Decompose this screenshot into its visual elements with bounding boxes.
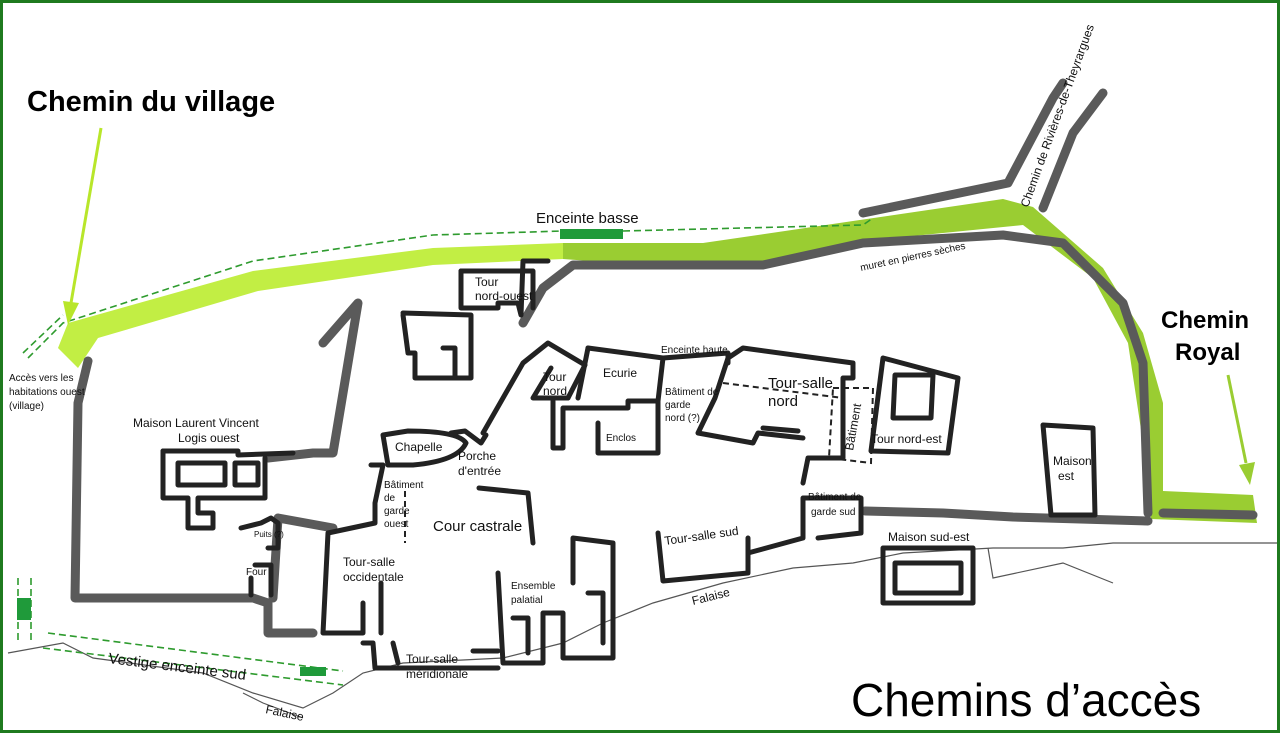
label-bat-garde-ouest-4: ouest (384, 519, 409, 530)
label-falaise-1: Falaise (690, 585, 731, 608)
label-bat-garde-nord-1: Bâtiment de (665, 387, 719, 398)
chemin-royal-path (563, 199, 1257, 523)
label-enceinte-haute: Enceinte haute (661, 345, 728, 356)
label-porche-2: d'entrée (458, 464, 501, 478)
label-bat-garde-sud-1: Bâtiment de (808, 492, 862, 503)
label-acces-2: habitations ouest (9, 387, 85, 398)
label-tour-no-2: nord-ouest (475, 289, 533, 303)
enceinte-basse-segment (560, 229, 623, 239)
label-tour-salle-sud: Tour-salle sud (663, 524, 739, 548)
outer-walls (70, 78, 1258, 638)
route-label-village: Chemin du village (27, 86, 275, 118)
label-maison-laurent: Maison Laurent Vincent (133, 416, 260, 430)
label-tour-nord-2: nord (543, 384, 567, 398)
label-enclos: Enclos (606, 433, 636, 444)
label-tour-salle-occ-2: occidentale (343, 570, 404, 584)
label-bat-garde-ouest-2: de (384, 493, 396, 504)
label-bat-garde-nord-2: garde (665, 400, 691, 411)
village-arrow (63, 127, 103, 325)
label-bat-garde-ouest-3: garde (384, 506, 410, 517)
label-ecurie: Ecurie (603, 366, 637, 380)
chemin-village-path (58, 243, 563, 368)
label-bat-garde-sud-2: garde sud (811, 507, 855, 518)
vestige-enceinte-sud (17, 578, 344, 686)
label-tour-no-1: Tour (475, 275, 498, 289)
royal-arrow (1226, 374, 1255, 485)
label-bat-garde-ouest-1: Bâtiment (384, 480, 424, 491)
enceinte-basse-dashes (22, 217, 874, 359)
label-ensemble-1: Ensemble (511, 581, 556, 592)
label-tour-salle-nord-1: Tour-salle (768, 375, 833, 392)
label-enceinte-basse: Enceinte basse (536, 210, 639, 227)
label-cour-castrale: Cour castrale (433, 518, 522, 535)
label-logis-ouest: Logis ouest (178, 431, 240, 445)
castle-plan-map: Enceinte basse muret en pierres sèches C… (7, 22, 1277, 726)
label-porche-1: Porche (458, 449, 496, 463)
label-tour-nord-est: Tour nord-est (871, 432, 942, 446)
label-acces-3: (village) (9, 401, 44, 412)
label-tour-salle-occ-1: Tour-salle (343, 555, 395, 569)
structures (160, 258, 1098, 671)
route-label-royal-1: Chemin (1161, 307, 1249, 334)
label-maison-est-2: est (1058, 469, 1075, 483)
route-label-royal-2: Royal (1175, 339, 1240, 366)
label-tour-salle-mer-2: méridionale (406, 667, 468, 681)
label-maison-sud-est: Maison sud-est (888, 530, 970, 544)
label-falaise-2: Falaise (264, 702, 305, 724)
label-chapelle: Chapelle (395, 440, 443, 454)
label-bat-garde-nord-3: nord (?) (665, 413, 700, 424)
label-maison-est-1: Maison (1053, 454, 1092, 468)
label-puits: Puits (?) (254, 530, 284, 539)
label-acces-1: Accès vers les (9, 373, 73, 384)
label-tour-salle-mer-1: Tour-salle (406, 652, 458, 666)
map-title: Chemins d’accès (851, 674, 1201, 726)
label-four: Four (246, 567, 267, 578)
label-ensemble-2: palatial (511, 595, 543, 606)
label-tour-salle-nord-2: nord (768, 393, 798, 410)
label-tour-nord-1: Tour (543, 370, 566, 384)
